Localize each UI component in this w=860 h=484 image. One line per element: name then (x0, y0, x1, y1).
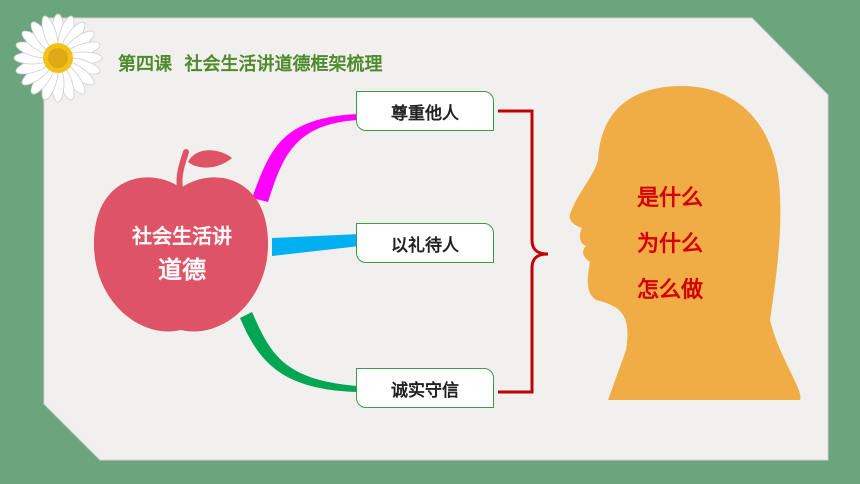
branch-connector-honesty (240, 312, 358, 392)
apple-title-line2: 道德 (158, 256, 206, 284)
branch-label: 尊重他人 (391, 103, 459, 124)
branch-box-respect: 尊重他人 (356, 91, 494, 131)
question-what: 是什么 (636, 186, 703, 211)
head-silhouette (569, 86, 801, 400)
question-why: 为什么 (636, 232, 703, 257)
apple-title-line1: 社会生活讲 (132, 224, 232, 248)
bracket-line (498, 109, 549, 394)
branch-connector-respect (252, 114, 358, 202)
branch-label: 以礼待人 (391, 235, 459, 256)
branch-box-honesty: 诚实守信 (356, 368, 494, 408)
daisy-icon (13, 13, 103, 103)
page-title: 第四课 社会生活讲道德框架梳理 (118, 54, 383, 75)
question-how: 怎么做 (636, 278, 703, 303)
branch-connector-courtesy (272, 234, 360, 256)
branch-label: 诚实守信 (391, 380, 459, 401)
apple-shape (93, 149, 269, 332)
branch-box-courtesy: 以礼待人 (356, 223, 494, 263)
